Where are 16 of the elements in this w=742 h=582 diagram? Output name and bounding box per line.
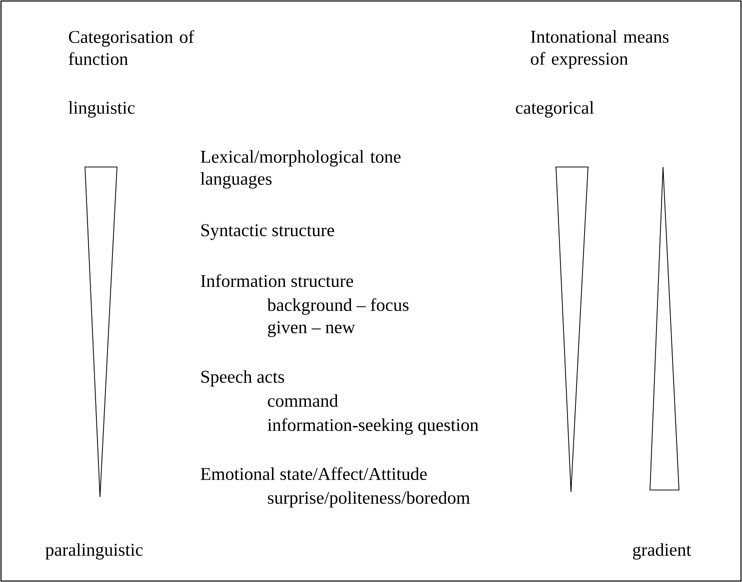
function-heading: Speech acts bbox=[201, 370, 284, 387]
scale-end-label: linguistic bbox=[68, 101, 135, 118]
function-heading: Information structure bbox=[200, 274, 354, 288]
function-item: surprise/politeness/boredom bbox=[268, 491, 470, 508]
function-heading: Emotional state/Affect/Attitude bbox=[200, 467, 427, 480]
column-heading: Categorisation of function bbox=[68, 30, 194, 66]
function-item: information-seeking question bbox=[268, 418, 478, 435]
function-heading: Syntactic structure bbox=[201, 224, 334, 240]
function-item: command bbox=[268, 394, 338, 407]
function-heading: Lexical/morphological tone languages bbox=[200, 150, 401, 189]
function-item: given – new bbox=[268, 321, 356, 337]
function-item: background – focus bbox=[267, 298, 409, 315]
scale-end-label: categorical bbox=[516, 101, 594, 118]
scale-end-label: paralinguistic bbox=[45, 543, 143, 560]
scale-end-label: gradient bbox=[632, 543, 692, 560]
column-heading: Intonational means of expression bbox=[530, 30, 669, 68]
